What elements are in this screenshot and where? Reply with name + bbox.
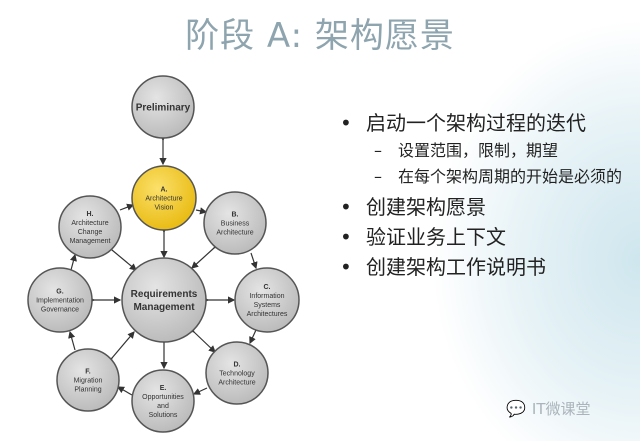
node-label-c: C. xyxy=(264,284,271,291)
adm-cycle-diagram: PreliminaryA.ArchitectureVisionB.Busines… xyxy=(27,75,300,433)
node-e-opportunities-solutions xyxy=(131,369,195,433)
bullet-text: 验证业务上下文 xyxy=(366,225,506,249)
bullet-text: 启动一个架构过程的迭代 xyxy=(366,111,586,135)
wechat-icon: 💬 xyxy=(506,399,526,418)
node-h-change-management xyxy=(58,195,122,259)
node-f-migration-planning xyxy=(56,348,120,412)
node-label-g: Implementation xyxy=(36,297,84,304)
node-label-req: Management xyxy=(133,302,195,313)
node-c-information-systems xyxy=(234,267,300,333)
node-label-req: Requirements xyxy=(131,289,198,300)
node-label-preliminary: Preliminary xyxy=(136,103,191,114)
node-label-h: Architecture xyxy=(71,220,108,227)
sub-bullet-item: –设置范围，限制，期望 xyxy=(340,140,640,162)
node-preliminary xyxy=(131,75,195,139)
node-label-b: B. xyxy=(232,211,239,218)
node-label-e: E. xyxy=(160,385,167,392)
node-label-f: Planning xyxy=(74,386,101,393)
bullet-item: • 创建架构工作说明书 xyxy=(340,252,640,282)
bullet-dot: • xyxy=(340,111,352,135)
node-label-d: D. xyxy=(234,361,241,368)
bullet-dot: • xyxy=(340,225,352,249)
node-label-c: Architectures xyxy=(247,311,288,318)
node-label-a: A. xyxy=(161,186,168,193)
bullet-text: 创建架构愿景 xyxy=(366,195,486,219)
sub-bullet-text: 在每个架构周期的开始是必须的 xyxy=(398,167,623,186)
node-label-a: Vision xyxy=(155,204,174,211)
bullet-item: • 创建架构愿景 xyxy=(340,192,640,222)
sub-bullet-text: 设置范围，限制，期望 xyxy=(398,141,559,160)
node-label-g: Governance xyxy=(41,306,79,313)
node-label-f: Migration xyxy=(74,377,103,384)
node-label-c: Systems xyxy=(254,302,281,309)
node-label-g: G. xyxy=(56,288,63,295)
node-label-f: F. xyxy=(85,368,91,375)
node-label-c: Information xyxy=(249,293,284,300)
bullet-item: • 验证业务上下文 xyxy=(340,222,640,252)
bullet-dot: • xyxy=(340,255,352,279)
node-label-h: Change xyxy=(78,229,103,236)
node-label-h: Management xyxy=(70,238,111,245)
node-label-h: H. xyxy=(87,211,94,218)
node-d-technology-architecture xyxy=(205,341,269,405)
bullet-text: 创建架构工作说明书 xyxy=(366,255,546,279)
node-label-d: Architecture xyxy=(218,379,255,386)
bullet-item: • 启动一个架构过程的迭代 xyxy=(340,108,640,138)
slide-title: 阶段 A: 架构愿景 xyxy=(185,16,455,56)
connector-arrows xyxy=(88,134,236,370)
node-label-e: and xyxy=(157,403,169,410)
node-label-e: Solutions xyxy=(149,412,178,419)
node-g-implementation-governance xyxy=(27,267,93,333)
node-label-a: Architecture xyxy=(145,195,182,202)
node-label-b: Business xyxy=(221,220,250,227)
watermark-text: IT微课堂 xyxy=(531,400,591,418)
node-a-architecture-vision xyxy=(131,165,197,231)
bullet-dash: – xyxy=(374,167,382,186)
sub-bullet-item: –在每个架构周期的开始是必须的 xyxy=(340,166,640,188)
node-label-e: Opportunities xyxy=(142,394,184,401)
watermark: 💬 IT微课堂 xyxy=(506,398,591,419)
node-label-d: Technology xyxy=(219,370,255,377)
bullet-dash: – xyxy=(374,141,382,160)
bullet-dot: • xyxy=(340,195,352,219)
node-b-business-architecture xyxy=(203,191,267,255)
node-requirements-management xyxy=(121,257,207,343)
bullet-list: • 启动一个架构过程的迭代 –设置范围，限制，期望 –在每个架构周期的开始是必须的… xyxy=(340,108,640,282)
node-label-b: Architecture xyxy=(216,229,253,236)
